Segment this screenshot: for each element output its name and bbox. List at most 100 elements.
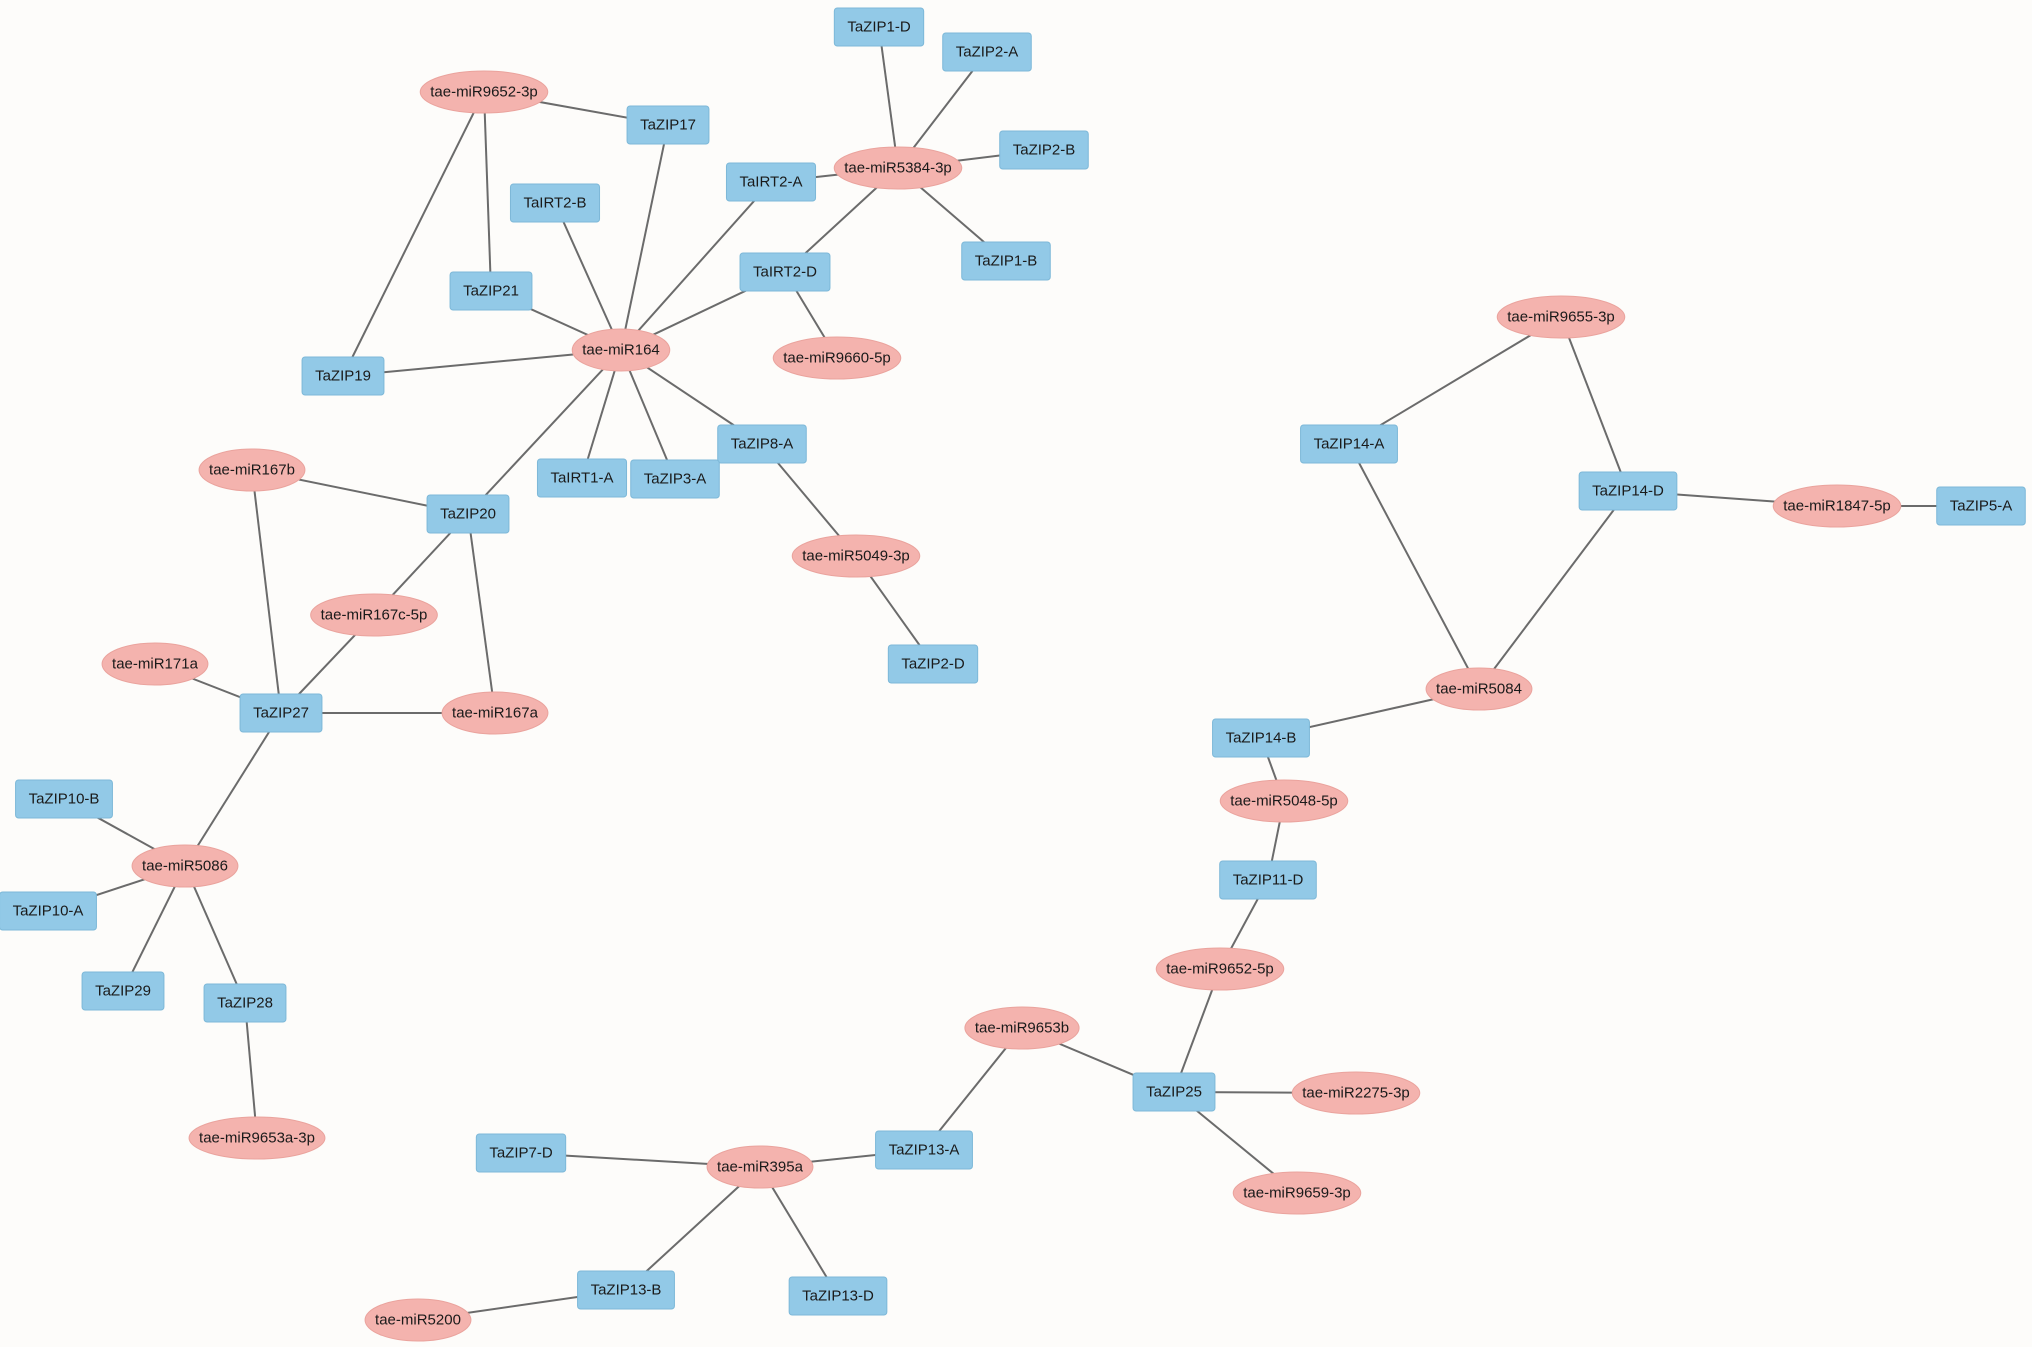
- mirna-ellipse: [131, 844, 239, 888]
- mirna-ellipse: [364, 1298, 472, 1342]
- gene-node-tazip1-d: TaZIP1-D: [833, 7, 925, 47]
- node-label: tae-miR5384-3p: [844, 160, 952, 177]
- edge-tazip14-d-to-tae-mir5084: [1478, 490, 1629, 690]
- gene-node-tazip25: TaZIP25: [1132, 1072, 1216, 1112]
- node-label: tae-miR171a: [112, 656, 199, 673]
- node-label: TaZIP2-B: [1013, 142, 1076, 159]
- gene-node-tazip8-a: TaZIP8-A: [717, 424, 807, 464]
- gene-box: [961, 241, 1051, 281]
- gene-box: [788, 1276, 888, 1316]
- edge-tazip20-to-tae-mir167a: [467, 513, 496, 714]
- mirna-ellipse: [1425, 667, 1533, 711]
- gene-node-tazip2-d: TaZIP2-D: [887, 644, 979, 684]
- gene-box: [15, 779, 113, 819]
- mirna-node-tae-mir5384-3p: tae-miR5384-3p: [833, 146, 963, 190]
- gene-node-tazip14-b: TaZIP14-B: [1212, 718, 1310, 758]
- gene-node-tazip28: TaZIP28: [203, 983, 287, 1023]
- node-label: TaZIP7-D: [489, 1145, 553, 1162]
- gene-box: [942, 32, 1032, 72]
- edge-tae-mir9652-3p-to-tazip19: [342, 91, 485, 377]
- mirna-node-tae-mir9660-5p: tae-miR9660-5p: [772, 336, 902, 380]
- node-label: TaZIP17: [640, 117, 696, 134]
- gene-box: [630, 459, 720, 499]
- node-label: tae-miR9652-3p: [430, 84, 538, 101]
- gene-box: [1578, 471, 1678, 511]
- edge-tae-mir9655-3p-to-tazip14-d: [1560, 316, 1629, 492]
- edge-tazip27-to-tae-mir5086: [184, 712, 282, 867]
- gene-box: [725, 162, 817, 202]
- mirna-ellipse: [441, 691, 549, 735]
- mirna-node-tae-mir167a: tae-miR167a: [441, 691, 549, 735]
- node-label: TaIRT2-B: [523, 195, 586, 212]
- edge-tae-mir9655-3p-to-tazip14-a: [1348, 316, 1562, 445]
- gene-node-tazip20: TaZIP20: [426, 494, 510, 534]
- node-label: TaZIP28: [217, 995, 273, 1012]
- gene-node-tazip3-a: TaZIP3-A: [630, 459, 720, 499]
- gene-node-tazip7-d: TaZIP7-D: [475, 1133, 567, 1173]
- mirna-ellipse: [1155, 947, 1285, 991]
- mirna-node-tae-mir9653b: tae-miR9653b: [964, 1006, 1080, 1050]
- edge-tae-mir164-to-tazip17: [620, 124, 669, 351]
- mirna-node-tae-mir395a: tae-miR395a: [706, 1145, 814, 1189]
- mirna-ellipse: [1291, 1071, 1421, 1115]
- gene-box: [0, 891, 97, 931]
- gene-node-tairt2-b: TaIRT2-B: [509, 183, 601, 223]
- mirna-node-tae-mir9653a-3p: tae-miR9653a-3p: [188, 1116, 326, 1160]
- gene-box: [426, 494, 510, 534]
- node-label: tae-miR5048-5p: [1230, 793, 1338, 810]
- mirna-node-tae-mir9659-3p: tae-miR9659-3p: [1232, 1171, 1362, 1215]
- edge-tae-mir5086-to-tazip28: [184, 865, 246, 1004]
- mirna-ellipse: [1219, 779, 1349, 823]
- node-label: TaIRT2-A: [739, 174, 802, 191]
- mirna-node-tae-mir5084: tae-miR5084: [1425, 667, 1533, 711]
- gene-box: [739, 252, 831, 292]
- edge-tae-mir395a-to-tazip13-b: [625, 1166, 761, 1291]
- node-label: TaZIP21: [463, 283, 519, 300]
- node-label: tae-miR5084: [1436, 681, 1522, 698]
- gene-box: [301, 356, 385, 396]
- gene-node-tazip13-a: TaZIP13-A: [875, 1130, 973, 1170]
- mirna-ellipse: [198, 448, 306, 492]
- gene-node-tazip17: TaZIP17: [626, 105, 710, 145]
- mirna-ellipse: [188, 1116, 326, 1160]
- gene-box: [475, 1133, 567, 1173]
- node-label: TaZIP25: [1146, 1084, 1202, 1101]
- node-label: tae-miR395a: [717, 1159, 804, 1176]
- gene-node-tazip19: TaZIP19: [301, 356, 385, 396]
- node-label: TaZIP20: [440, 506, 496, 523]
- node-label: tae-miR9653a-3p: [199, 1130, 315, 1147]
- node-label: TaZIP3-A: [644, 471, 707, 488]
- mirna-ellipse: [1772, 484, 1902, 528]
- gene-node-tazip10-a: TaZIP10-A: [0, 891, 97, 931]
- gene-box: [577, 1270, 675, 1310]
- gene-node-tazip14-a: TaZIP14-A: [1300, 424, 1398, 464]
- edge-tae-mir5384-3p-to-tazip1-d: [878, 26, 899, 169]
- node-label: tae-miR2275-3p: [1302, 1085, 1410, 1102]
- mirna-ellipse: [706, 1145, 814, 1189]
- edge-tae-mir164-to-tairt2-a: [620, 181, 772, 351]
- node-label: tae-miR167b: [209, 462, 295, 479]
- mirna-ellipse: [101, 642, 209, 686]
- node-label: TaZIP10-B: [29, 791, 100, 808]
- mirna-ellipse: [964, 1006, 1080, 1050]
- node-label: TaIRT1-A: [550, 470, 613, 487]
- edge-tazip14-a-to-tae-mir5084: [1348, 443, 1480, 690]
- gene-node-tazip2-b: TaZIP2-B: [999, 130, 1089, 170]
- node-label: TaZIP8-A: [731, 436, 794, 453]
- node-label: TaZIP1-D: [847, 19, 911, 36]
- node-label: TaZIP14-B: [1226, 730, 1297, 747]
- gene-box: [1936, 486, 2026, 526]
- node-label: TaZIP13-D: [802, 1288, 874, 1305]
- mirna-node-tae-mir171a: tae-miR171a: [101, 642, 209, 686]
- node-label: tae-miR9653b: [975, 1020, 1069, 1037]
- mirna-node-tae-mir9652-5p: tae-miR9652-5p: [1155, 947, 1285, 991]
- edge-tae-mir164-to-tairt2-b: [554, 202, 622, 351]
- mirna-node-tae-mir5200: tae-miR5200: [364, 1298, 472, 1342]
- mirna-node-tae-mir164: tae-miR164: [571, 328, 671, 372]
- node-label: tae-miR9652-5p: [1166, 961, 1274, 978]
- gene-node-tazip2-a: TaZIP2-A: [942, 32, 1032, 72]
- mirna-node-tae-mir9655-3p: tae-miR9655-3p: [1496, 295, 1626, 339]
- node-label: tae-miR164: [582, 342, 660, 359]
- gene-node-tairt1-a: TaIRT1-A: [536, 458, 628, 498]
- mirna-ellipse: [772, 336, 902, 380]
